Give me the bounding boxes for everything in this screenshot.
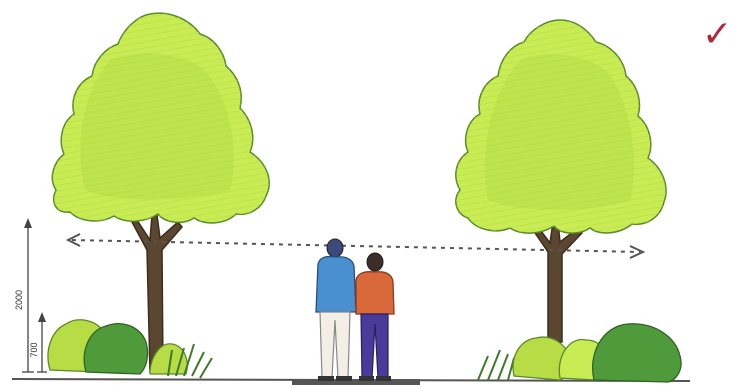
person-blue-shirt <box>316 239 356 381</box>
right-shrubs <box>478 324 681 382</box>
right-tree-canopy <box>456 20 666 233</box>
left-tree-canopy <box>52 13 269 223</box>
left-shrubs <box>48 320 212 378</box>
checkmark-icon: ✓ <box>702 14 732 55</box>
right-tree-trunk <box>533 222 582 342</box>
dimension-label-700: 700 <box>29 342 39 357</box>
dimension-label-2000: 2000 <box>14 290 24 310</box>
person-orange-shirt <box>356 253 394 381</box>
left-tree <box>52 13 269 372</box>
height-dimension-700: 700 <box>29 312 47 372</box>
right-tree <box>456 20 666 342</box>
